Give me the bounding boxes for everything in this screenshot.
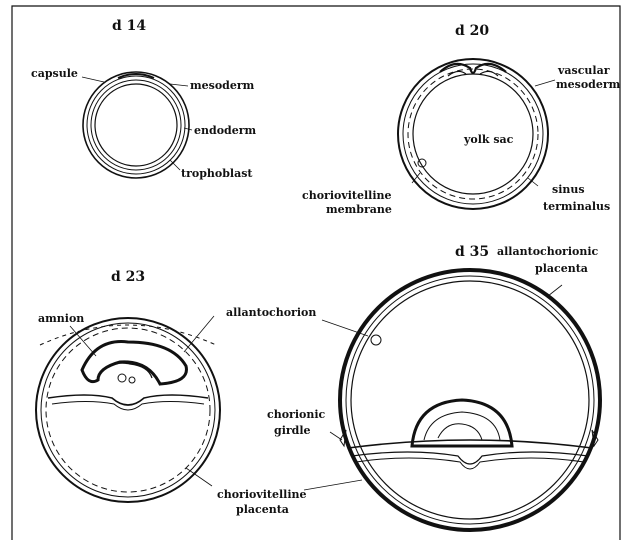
label-allantochorionic-1: allantochorionic	[497, 245, 599, 258]
label-choriovitelline-membrane-2: membrane	[326, 203, 392, 216]
figure-frame	[12, 6, 620, 540]
label-allantochorionic-2: placenta	[535, 262, 588, 275]
stage-d20-title: d 20	[455, 23, 489, 39]
label-vascular-1: vascular	[557, 64, 610, 77]
d35-conceptus	[340, 270, 600, 530]
label-amnion: amnion	[38, 312, 84, 325]
stage-d35: d 35 allantochorionic placenta chorionic…	[267, 244, 600, 530]
d23-embryo-head	[118, 374, 126, 382]
label-sinus-2: terminalus	[543, 200, 610, 213]
stage-d14: d 14 capsule mesoderm endoderm trophobla…	[31, 18, 257, 180]
label-vascular-2: mesoderm	[556, 78, 621, 91]
label-trophoblast: trophoblast	[181, 167, 253, 180]
label-choriovitelline-placenta-2: placenta	[236, 503, 289, 516]
label-sinus-1: sinus	[552, 183, 585, 196]
stage-d23-title: d 23	[111, 269, 145, 285]
d23-conceptus	[36, 318, 220, 502]
label-mesoderm: mesoderm	[190, 79, 255, 92]
d35-amnion	[412, 400, 512, 446]
d23-embryo-limb	[129, 377, 135, 383]
label-allantochorion: allantochorion	[226, 306, 316, 319]
d35-embryo	[438, 424, 482, 440]
d35-small-vesicle	[371, 335, 381, 345]
label-capsule: capsule	[31, 67, 78, 80]
stage-d35-title: d 35	[455, 244, 489, 260]
stage-d23: d 23 amnion allantochorion choriovitelli…	[36, 269, 316, 516]
d35-amnion-inner	[424, 412, 500, 440]
d14-blastocyst	[83, 72, 189, 178]
label-choriovitelline-placenta-1: choriovitelline	[217, 488, 307, 501]
label-chorionic-girdle-2: girdle	[274, 424, 311, 437]
d35-yolk-sac-roof	[352, 452, 588, 464]
stage-d14-title: d 14	[112, 18, 146, 34]
d14-trophoblast-ring	[87, 76, 185, 174]
d14-inner-ring	[95, 84, 177, 166]
d23-yolk-sac-roof	[48, 395, 208, 405]
stage-d20: d 20 vascular mesoderm yolk sac choriovi…	[302, 23, 621, 216]
label-yolk-sac: yolk sac	[463, 133, 514, 146]
d14-endoderm-ring	[91, 80, 181, 170]
label-choriovitelline-membrane-1: choriovitelline	[302, 189, 392, 202]
label-chorionic-girdle-1: chorionic	[267, 408, 326, 421]
d14-capsule-ring	[83, 72, 189, 178]
label-endoderm: endoderm	[194, 124, 257, 137]
